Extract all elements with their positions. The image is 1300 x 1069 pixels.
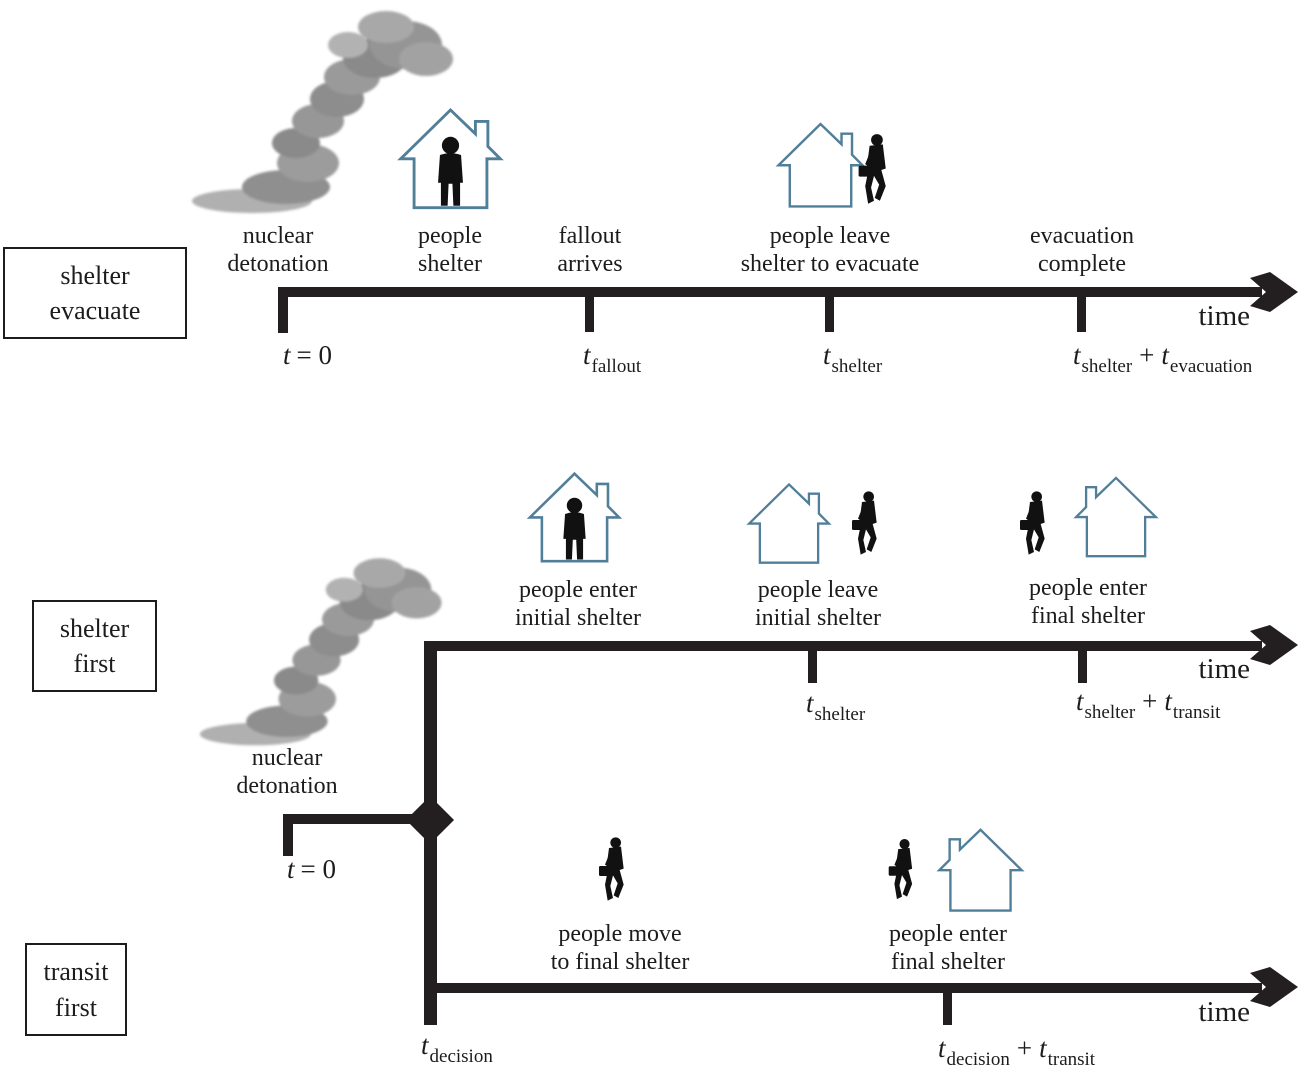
time-axis-label: time: [1198, 300, 1250, 332]
house-with-person-icon: [526, 471, 623, 563]
house-outline-mirrored-icon: [936, 828, 1025, 912]
branch-trunk: [424, 641, 437, 1025]
house-outline-icon: [775, 122, 866, 208]
person-with-bag-icon: [888, 838, 913, 900]
tick-label-tdecision: tdecision: [421, 1030, 493, 1067]
scenario-box-label: transit: [43, 957, 109, 987]
event-label-people-leave-shelter: people leave shelter to evacuate: [740, 223, 920, 278]
tick-t0: [278, 287, 288, 333]
house-outline-mirrored-icon: [1073, 476, 1159, 558]
timeline-bar-transit-first: [424, 983, 1262, 993]
mushroom-cloud-icon: [199, 558, 442, 746]
event-label-fallout-arrives: fallout arrives: [557, 223, 623, 278]
mushroom-cloud-icon: [192, 11, 453, 213]
event-label-move-to-final-shelter: people move to final shelter: [550, 921, 690, 976]
tick-label-tshelter-plus-ttransit: tshelter+ttransit: [1076, 686, 1221, 723]
person-with-bag-icon: [852, 491, 877, 555]
tick-tdecision-transit: [943, 983, 952, 1025]
standing-person-icon: [563, 497, 586, 560]
person-with-bag-icon: [1020, 491, 1045, 555]
house-with-person-icon: [397, 107, 504, 210]
tick-tevacuation: [1077, 287, 1086, 332]
branch-stub-bar: [283, 814, 430, 824]
scenario-box-label: first: [73, 649, 116, 678]
tick-tfallout: [585, 287, 594, 332]
tick-t0: [283, 814, 293, 856]
scenario-box-label: shelter: [59, 613, 130, 643]
tick-ttransit: [1078, 641, 1087, 683]
time-axis-arrowhead: [1250, 272, 1298, 312]
event-label-evacuation-complete: evacuation complete: [1030, 223, 1134, 278]
event-label-enter-final-shelter: people enter final shelter: [889, 921, 1007, 976]
tick-label-tshelter-plus-tevacuation: tshelter+tevacuation: [1073, 340, 1253, 377]
person-with-bag-icon: [858, 134, 886, 204]
timeline-bar-shelter-evacuate: [278, 287, 1262, 297]
time-axis-arrowhead: [1250, 625, 1298, 665]
event-label-people-shelter: people shelter: [418, 223, 482, 278]
event-label-enter-final-shelter: people enter final shelter: [1029, 575, 1147, 630]
event-label-nuclear-detonation: nuclear detonation: [236, 745, 338, 800]
tick-tshelter: [808, 641, 817, 683]
standing-person-icon: [438, 136, 463, 206]
tick-label-tdecision-plus-ttransit: tdecision+ttransit: [938, 1033, 1096, 1069]
scenario-box-label: shelter: [60, 260, 130, 290]
scenario-box-label: evacuate: [49, 296, 141, 325]
event-label-enter-initial-shelter: people enter initial shelter: [515, 577, 641, 632]
time-axis-label: time: [1198, 996, 1250, 1028]
tick-label-t0: t= 0: [287, 854, 336, 884]
tick-label-tshelter: tshelter: [823, 340, 883, 377]
scenario-box-label: first: [55, 992, 97, 1022]
scenario-box-shelter-first: shelter first: [32, 600, 157, 692]
tick-label-tshelter: tshelter: [806, 688, 866, 725]
scenario-box-transit-first: transit first: [25, 943, 127, 1036]
scenario-box-shelter-evacuate: shelter evacuate: [3, 247, 187, 339]
house-outline-icon: [746, 482, 832, 564]
time-axis-label: time: [1198, 653, 1250, 685]
time-axis-arrowhead: [1250, 967, 1298, 1007]
event-label-nuclear-detonation: nuclear detonation: [227, 223, 329, 278]
person-with-bag-icon: [599, 837, 624, 901]
event-label-leave-initial-shelter: people leave initial shelter: [755, 577, 881, 632]
timeline-bar-shelter-first: [424, 641, 1262, 651]
tick-tshelter: [825, 287, 834, 332]
tick-label-t0: t= 0: [283, 340, 332, 370]
tick-label-tfallout: tfallout: [583, 340, 642, 377]
